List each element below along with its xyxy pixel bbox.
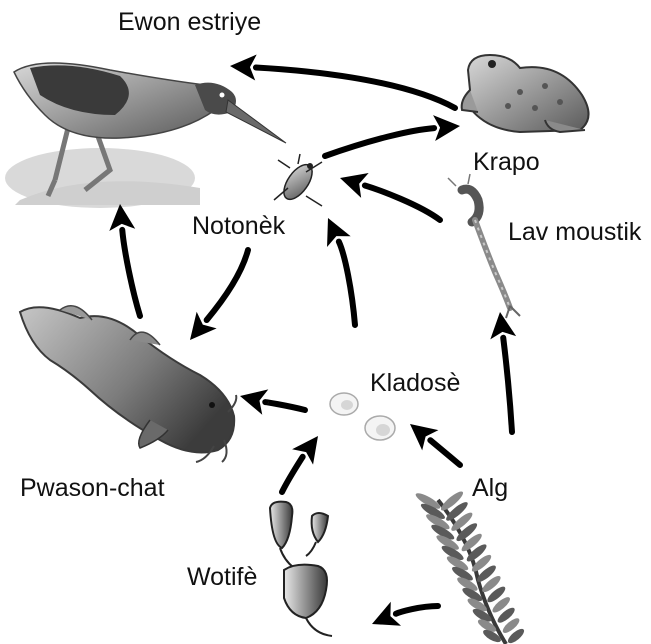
arrow-algae-to-cladocera <box>430 440 460 465</box>
arrow-cladocera-to-catfish <box>265 402 305 410</box>
feeding-arrows <box>109 55 516 626</box>
heron-label: Ewon estriye <box>118 10 261 35</box>
rotifer-label: Wotifè <box>187 565 257 590</box>
algae-illustration <box>414 489 526 644</box>
rotifer-illustration <box>270 502 332 636</box>
mosquito-larva-illustration <box>448 174 520 318</box>
catfish-label: Pwason-chat <box>20 476 165 501</box>
arrow-cladocera-to-backswimmer <box>339 242 355 325</box>
arrow-algae-to-mosquito_larva <box>503 338 512 432</box>
cladocera-illustration <box>330 393 395 440</box>
arrow-backswimmer-to-toad <box>325 128 434 156</box>
mosquito-larva-label: Lav moustik <box>508 220 651 245</box>
arrowhead-rotifer-to-cladocera <box>292 436 318 465</box>
toad-illustration <box>462 55 589 132</box>
toad-label: Krapo <box>473 150 540 175</box>
heron-illustration <box>5 63 286 208</box>
backswimmer-illustration <box>274 154 322 206</box>
cladocera-label: Kladosè <box>370 371 460 396</box>
arrow-rotifer-to-cladocera <box>282 457 303 492</box>
arrowhead-toad-to-heron <box>230 55 257 81</box>
arrow-catfish-to-heron <box>122 230 140 316</box>
arrow-toad-to-heron <box>256 67 455 108</box>
algae-label: Alg <box>472 476 508 501</box>
backswimmer-label: Notonèk <box>192 214 285 239</box>
arrow-backswimmer-to-catfish <box>207 250 248 320</box>
arrow-mosquito_larva-to-backswimmer <box>365 185 440 220</box>
arrow-algae-to-rotifer <box>396 606 438 614</box>
arrowhead-backswimmer-to-toad <box>433 115 460 141</box>
